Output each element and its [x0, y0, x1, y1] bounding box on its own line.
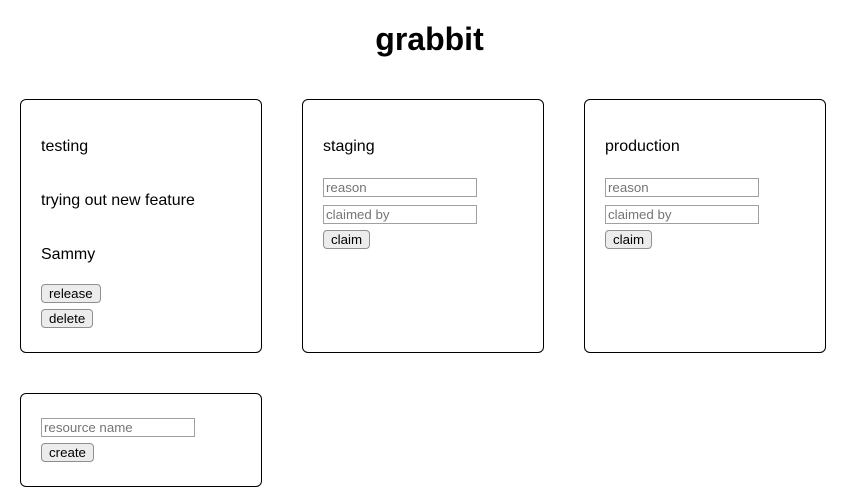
claimed-by-text: Sammy — [41, 246, 96, 263]
delete-button[interactable]: delete — [41, 309, 94, 328]
claimed-by-input[interactable] — [323, 205, 477, 224]
resource-card-list: testing trying out new feature Sammy rel… — [0, 79, 846, 504]
resource-name-input[interactable] — [41, 418, 195, 437]
resource-card-testing: testing trying out new feature Sammy rel… — [20, 99, 262, 353]
resource-name: testing — [41, 138, 89, 155]
reason-input[interactable] — [323, 178, 477, 197]
claim-button[interactable]: claim — [323, 230, 371, 249]
claimed-by-input[interactable] — [605, 205, 759, 224]
resource-card-production: production claim — [584, 99, 826, 353]
resource-name: staging — [323, 138, 375, 155]
create-button[interactable]: create — [41, 443, 94, 462]
create-resource-card: create — [20, 393, 262, 487]
release-button[interactable]: release — [41, 284, 101, 303]
claim-reason-text: trying out new feature — [41, 192, 195, 209]
resource-card-staging: staging claim — [302, 99, 544, 353]
claim-button[interactable]: claim — [605, 230, 653, 249]
resource-name: production — [605, 138, 680, 155]
reason-input[interactable] — [605, 178, 759, 197]
app-title: grabbit — [375, 21, 484, 57]
